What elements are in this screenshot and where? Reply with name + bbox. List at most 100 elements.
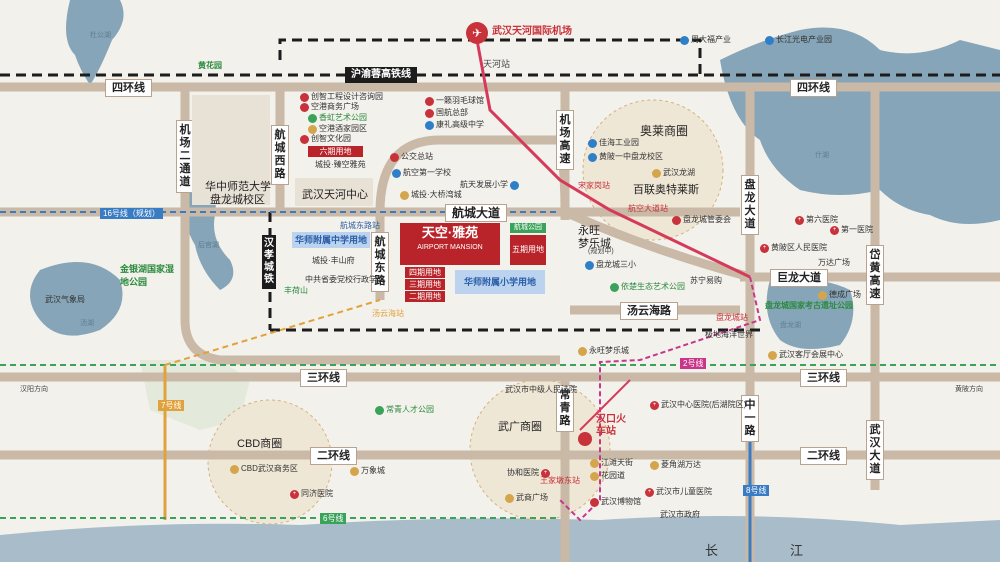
museum-icon [590, 497, 599, 507]
poi-jiangtan: 江滩天街 [590, 458, 633, 468]
poi-cbd-wuhan: CBD武汉商务区 [230, 464, 298, 474]
building-icon [425, 96, 434, 106]
poi-longhu: 武汉龙湖 [652, 168, 695, 178]
project-name: AIRPORT MANSION [417, 244, 483, 251]
poi-yizhi-park: 盘龙城国家考古遗址公园 [765, 301, 853, 310]
poi-huanghe: 黄陂一中盘龙校区 [588, 152, 663, 162]
school-icon [585, 260, 594, 270]
hangcheng-east-station-label: 航城东路站 [340, 221, 380, 230]
shop-icon [350, 466, 359, 476]
airplane-icon: ✈ [466, 22, 488, 44]
direction-left: 汉阳方向 [20, 386, 48, 393]
hangcheng-west-label: 航城西路 [271, 125, 289, 185]
poi-hangtian-school: 航天发展小学 [460, 180, 519, 190]
poi-qixiang: 武汉气象局 [45, 295, 85, 304]
line16-label: 16号线（规划） [100, 208, 163, 219]
university-campus: 盘龙城校区 [210, 194, 265, 206]
hankou-station-label: 汉口火车站 [596, 414, 626, 437]
changqing-label: 常青路 [556, 385, 574, 432]
school-icon [425, 120, 434, 130]
hospital-icon: + [760, 243, 769, 253]
plot2[interactable]: 二期用地 [405, 291, 445, 302]
poi-huizhan: 武汉客厅会展中心 [768, 350, 843, 360]
yongwang-title: 永旺 [578, 225, 600, 237]
poi-sanxiao: 盘龙城三小 [585, 260, 636, 270]
hu-han-rong-label: 沪渝蓉高铁线 [345, 67, 417, 83]
poi-zhengfu: 武汉市政府 [660, 510, 700, 519]
plot6[interactable]: 六期用地 [308, 146, 363, 157]
tianhe-center-block [295, 178, 373, 206]
poi-bowuguan: 武汉博物馆 [590, 497, 641, 507]
sihuan-left-label: 四环线 [105, 79, 152, 97]
sihuan-right-label: 四环线 [790, 79, 837, 97]
sanhuan-right-label: 三环线 [800, 369, 847, 387]
bus-icon [390, 152, 399, 162]
shop-icon [230, 464, 239, 474]
plot4[interactable]: 四期用地 [405, 267, 445, 278]
panlong-station-label: 盘龙城站 [716, 313, 748, 322]
project-main[interactable]: 天空·雅苑 AIRPORT MANSION [400, 223, 500, 265]
poi-kongjiujia: 空港酒家园区 [308, 124, 367, 134]
lake-panlong: 盘龙湖 [780, 322, 801, 329]
hangkong-station-label: 航空大道站 [628, 204, 668, 213]
shop-icon [308, 124, 317, 134]
songjia-station-label: 宋家岗站 [578, 181, 610, 190]
poi-jinyinhu: 金银湖国家湿地公园 [120, 264, 175, 287]
aolai-title: 奥莱商圈 [640, 124, 689, 138]
factory-icon [588, 138, 597, 148]
poi-daqiao: 城投·大桥湾城 [400, 190, 462, 200]
zhongyi-label: 中一路 [741, 395, 759, 442]
taoyun-station-label: 汤云海站 [372, 309, 404, 318]
shop-icon [505, 493, 514, 503]
hospital-icon: + [290, 489, 299, 499]
poi-guohang: 国航总部 [425, 108, 468, 118]
river-char2: 江 [790, 543, 804, 558]
building-icon [425, 108, 434, 118]
airport-label: 武汉天河国际机场 [492, 26, 572, 37]
building-icon [300, 92, 309, 102]
poi-fengshan: 城投·丰山府 [312, 256, 355, 265]
school-icon [588, 152, 597, 162]
bailian-title: 百联奥特莱斯 [633, 184, 699, 196]
plot3[interactable]: 三期用地 [405, 279, 445, 290]
panlong-label: 盘龙大道 [741, 175, 759, 235]
line7-label: 7号线 [158, 400, 185, 411]
wuhan-dadao-label: 武汉大道 [866, 420, 884, 480]
poi-wushang: 武商广场 [505, 493, 548, 503]
tree-icon [610, 282, 619, 292]
poi-yilai: 一籁羽毛球馆 [425, 96, 484, 106]
yongwang3-note: (规划中) [588, 248, 614, 255]
poi-chuangzhi-wenhua: 创智文化园 [300, 134, 351, 144]
poi-zhenkong: 城投·臻空雅苑 [315, 160, 366, 169]
line6-label: 6号线 [320, 513, 347, 524]
wanghu-station-label: 王家墩东站 [540, 476, 580, 485]
shop-icon [650, 460, 659, 470]
home-icon [400, 190, 409, 200]
poi-kangli: 康礼高级中学 [425, 120, 484, 130]
factory-icon [680, 35, 689, 45]
lake-shi: 什湖 [815, 152, 829, 159]
plot5[interactable]: 五期用地 [510, 235, 546, 265]
university-block [192, 95, 270, 205]
building-icon [300, 102, 309, 112]
university-name: 华中师范大学 [205, 181, 271, 193]
factory-icon [765, 35, 774, 45]
hs-primary-school[interactable]: 华师附属小学用地 [455, 270, 545, 294]
jichang2-label: 机场二通道 [176, 120, 194, 193]
poi-zhongxin-hospital: +武汉中心医院(后湖院区) [650, 400, 746, 410]
government-icon [672, 215, 681, 225]
poi-hangkong-school: 航空第一学校 [392, 168, 451, 178]
hanxiao-label: 汉孝城铁 [262, 235, 276, 289]
building-icon [768, 350, 777, 360]
shop-icon [652, 168, 661, 178]
building-icon [300, 134, 309, 144]
poi-lingjiao: 菱角湖万达 [650, 460, 701, 470]
hs-middle-school[interactable]: 华师附属中学用地 [292, 232, 370, 248]
poi-xianghong: 香虹艺术公园 [308, 113, 367, 123]
poi-fenghe: 丰荷山 [284, 286, 308, 295]
hangcheng-label: 航城大道 [445, 204, 508, 222]
wuguang-title: 武广商圈 [498, 421, 542, 433]
poi-yongwang-meng: 永旺梦乐城 [578, 346, 629, 356]
poi-dangxiao: 中共省委党校行政学院 [305, 275, 385, 284]
school-icon [510, 180, 519, 190]
